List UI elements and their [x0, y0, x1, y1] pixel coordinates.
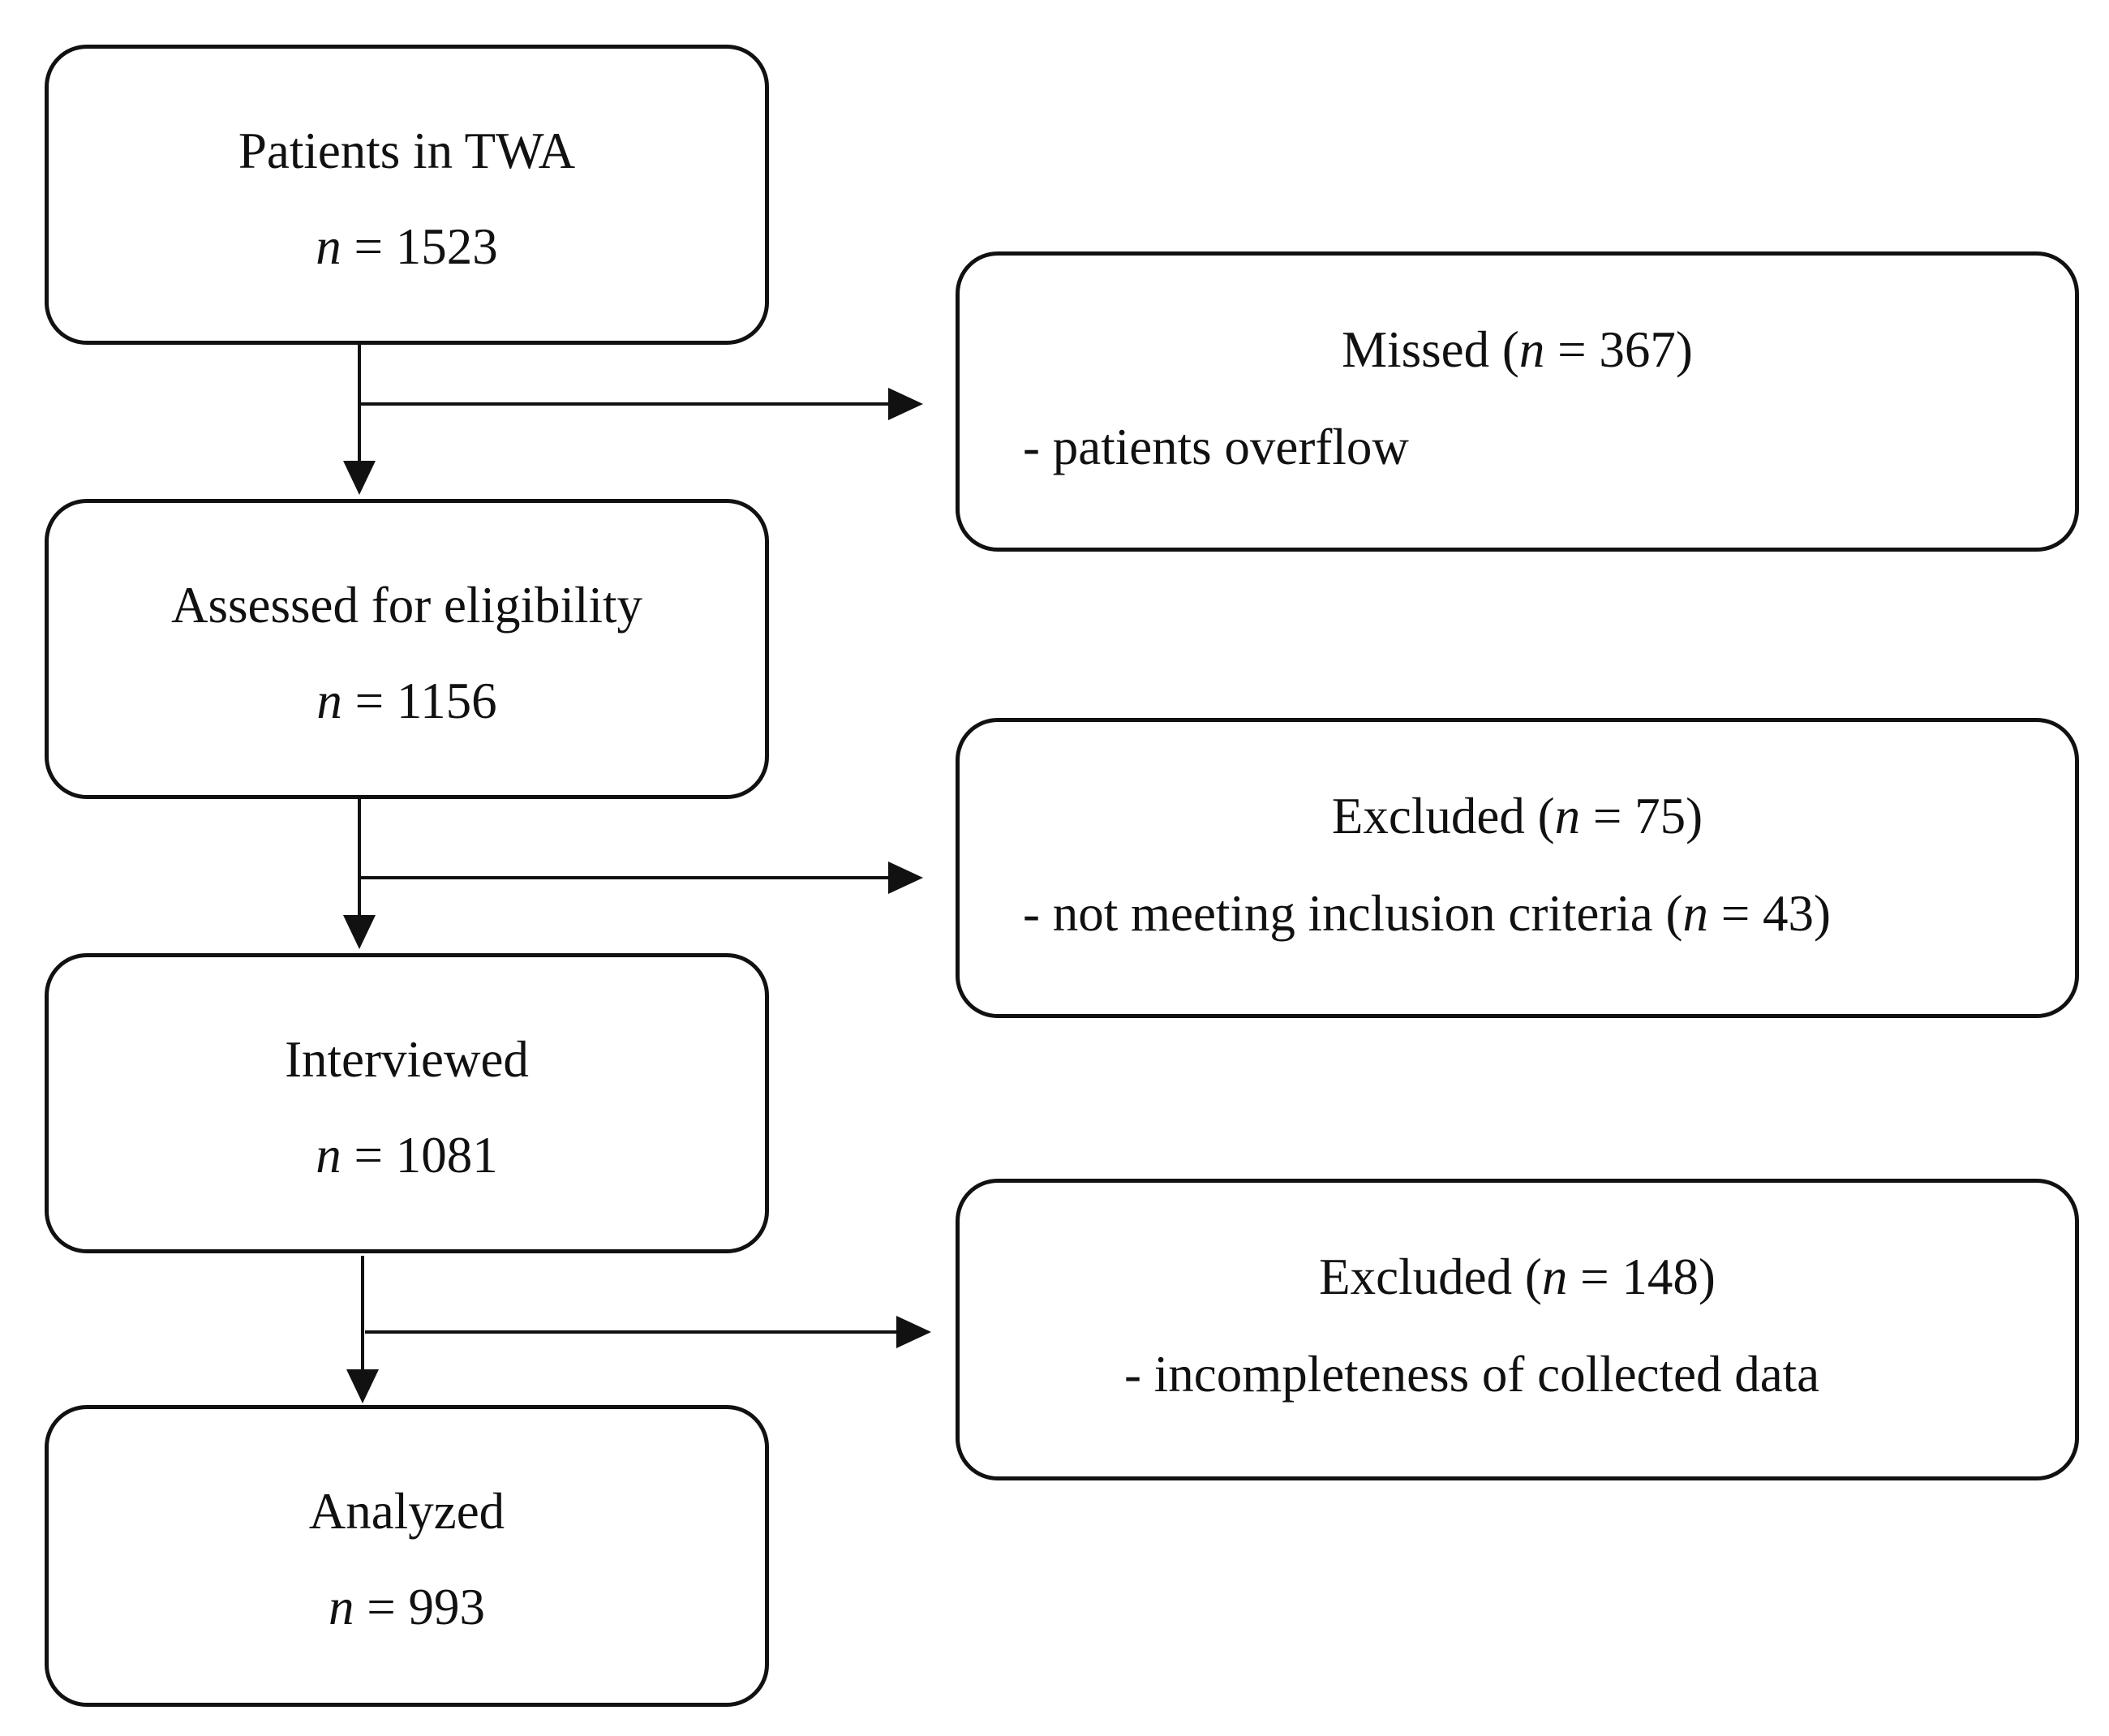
open-paren: ( [1489, 321, 1519, 378]
equals-sign: = [1580, 788, 1635, 844]
n-symbol: n [316, 218, 341, 275]
box-title: Excluded [1319, 1248, 1513, 1305]
n-symbol: n [1682, 885, 1709, 942]
box-title-line: Excluded (n = 148) [960, 1252, 2075, 1303]
open-paren: ( [1524, 788, 1555, 844]
count-value: 1081 [395, 1127, 498, 1184]
analyzed-box: Analyzed n = 993 [45, 1405, 769, 1707]
count-value: 148 [1621, 1248, 1699, 1305]
open-paren: ( [1512, 1248, 1542, 1305]
box-title: Analyzed [308, 1483, 505, 1540]
count-value: 1156 [396, 672, 497, 729]
box-detail: - patients overflow [1023, 419, 1409, 475]
box-detail: - incompleteness of collected data [1124, 1346, 1820, 1403]
box-title: Assessed for eligibility [171, 577, 642, 634]
box-title: Patients in TWA [238, 122, 576, 179]
count-value: 43 [1763, 885, 1815, 942]
excluded-eligibility-box: Excluded (n = 75) - not meeting inclusio… [956, 718, 2079, 1018]
box-count-line: n = 1156 [49, 676, 765, 727]
box-title: Excluded [1331, 788, 1525, 844]
close-paren: ) [1686, 788, 1703, 844]
patients-in-twa-box: Patients in TWA n = 1523 [45, 45, 769, 345]
excluded-incomplete-data-box: Excluded (n = 148) - incompleteness of c… [956, 1179, 2079, 1480]
box-count-line: n = 993 [49, 1582, 765, 1633]
box-count-line: n = 1081 [49, 1130, 765, 1181]
equals-sign: = [354, 1579, 409, 1635]
n-symbol: n [1541, 1248, 1568, 1305]
assessed-for-eligibility-box: Assessed for eligibility n = 1156 [45, 499, 769, 799]
close-paren: ) [1675, 321, 1693, 378]
open-paren: ( [1652, 885, 1683, 942]
close-paren: ) [1814, 885, 1832, 942]
count-value: 1523 [395, 218, 498, 275]
box-detail: - not meeting inclusion criteria [1023, 885, 1653, 942]
box-title-line: Excluded (n = 75) [960, 791, 2075, 842]
n-symbol: n [1518, 321, 1545, 378]
box-title: Missed [1342, 321, 1490, 378]
count-value: 75 [1634, 788, 1686, 844]
box-title-line: Missed (n = 367) [960, 324, 2075, 376]
count-value: 367 [1599, 321, 1676, 378]
interviewed-box: Interviewed n = 1081 [45, 953, 769, 1253]
box-count-line: n = 1523 [49, 221, 765, 273]
box-detail-line: - not meeting inclusion criteria (n = 43… [960, 888, 2075, 939]
arrow-to-excluded-1 [359, 862, 923, 894]
n-symbol: n [328, 1579, 354, 1635]
equals-sign: = [341, 1127, 396, 1184]
equals-sign: = [1544, 321, 1600, 378]
equals-sign: = [341, 672, 397, 729]
close-paren: ) [1698, 1248, 1716, 1305]
n-symbol: n [316, 1127, 341, 1184]
arrow-to-missed [359, 388, 923, 420]
count-value: 993 [408, 1579, 486, 1635]
equals-sign: = [341, 218, 396, 275]
arrow-assessed-to-interviewed [343, 799, 376, 949]
box-title: Interviewed [285, 1031, 529, 1088]
equals-sign: = [1708, 885, 1763, 942]
arrow-to-excluded-2 [365, 1316, 931, 1348]
missed-box: Missed (n = 367) - patients overflow [956, 251, 2079, 552]
equals-sign: = [1567, 1248, 1622, 1305]
n-symbol: n [316, 672, 342, 729]
arrow-patients-to-assessed [343, 345, 376, 495]
arrow-interviewed-to-analyzed [346, 1256, 379, 1403]
n-symbol: n [1554, 788, 1581, 844]
